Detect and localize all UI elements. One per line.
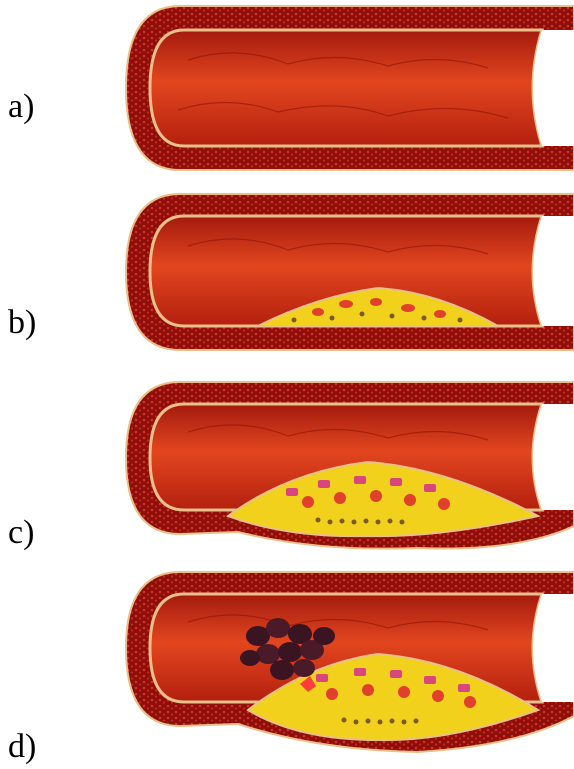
panel-a: a)	[0, 0, 574, 180]
plaque-rupture-illustration	[118, 566, 574, 766]
panel-label-a: a)	[8, 90, 34, 124]
lumen-opening	[533, 216, 574, 326]
panel-label-d: d)	[8, 730, 36, 764]
advanced-plaque-illustration	[118, 376, 574, 556]
panel-label-b: b)	[8, 306, 36, 340]
panel-b: b)	[0, 188, 574, 368]
panel-c: c)	[0, 376, 574, 556]
lumen-opening	[533, 594, 574, 702]
lumen-opening	[533, 30, 574, 146]
lumen-opening	[533, 404, 574, 510]
healthy-artery-illustration	[118, 0, 574, 180]
panel-label-c: c)	[8, 516, 34, 550]
early-plaque-illustration	[118, 188, 574, 368]
artery-lumen	[150, 30, 542, 146]
panel-d: d)	[0, 566, 574, 766]
